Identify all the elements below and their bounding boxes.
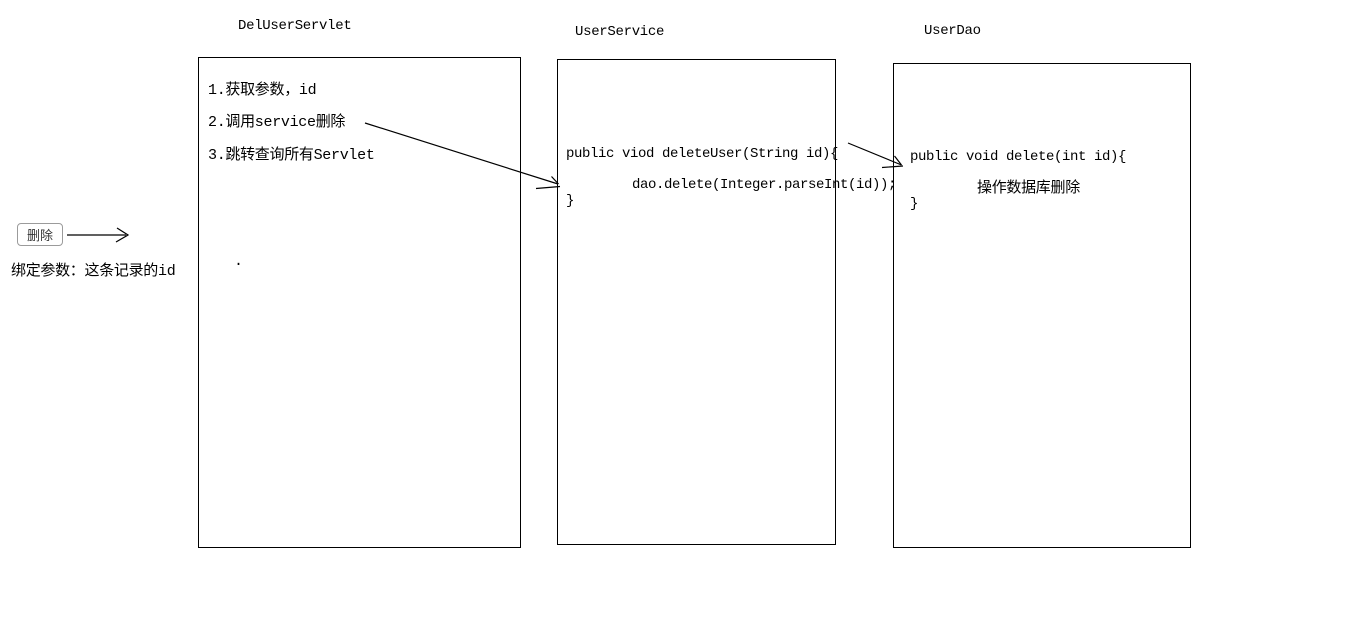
bind-param-caption: 绑定参数：这条记录的id: [11, 263, 176, 280]
delete-button[interactable]: 删除: [17, 223, 63, 246]
service-box-title: UserService: [575, 24, 665, 40]
dao-note: 操作数据库删除: [977, 180, 1080, 197]
dao-code-close-brace: }: [910, 196, 919, 212]
servlet-box-title: DelUserServlet: [238, 18, 352, 34]
stray-dot: .: [234, 253, 244, 270]
dao-box: [893, 63, 1191, 548]
service-code-body: dao.delete(Integer.parseInt(id));: [632, 177, 897, 193]
service-code-close-brace: }: [566, 193, 575, 209]
service-box: [557, 59, 836, 545]
servlet-step-2: 2.调用service删除: [208, 114, 346, 131]
servlet-step-1: 1.获取参数，id: [208, 82, 317, 99]
dao-code-signature: public void delete(int id){: [910, 149, 1127, 165]
arrow-button-to-servlet: [67, 227, 130, 243]
servlet-step-3: 3.跳转查询所有Servlet: [208, 147, 375, 164]
dao-box-title: UserDao: [924, 23, 981, 39]
service-code-signature: public viod deleteUser(String id){: [566, 146, 839, 162]
